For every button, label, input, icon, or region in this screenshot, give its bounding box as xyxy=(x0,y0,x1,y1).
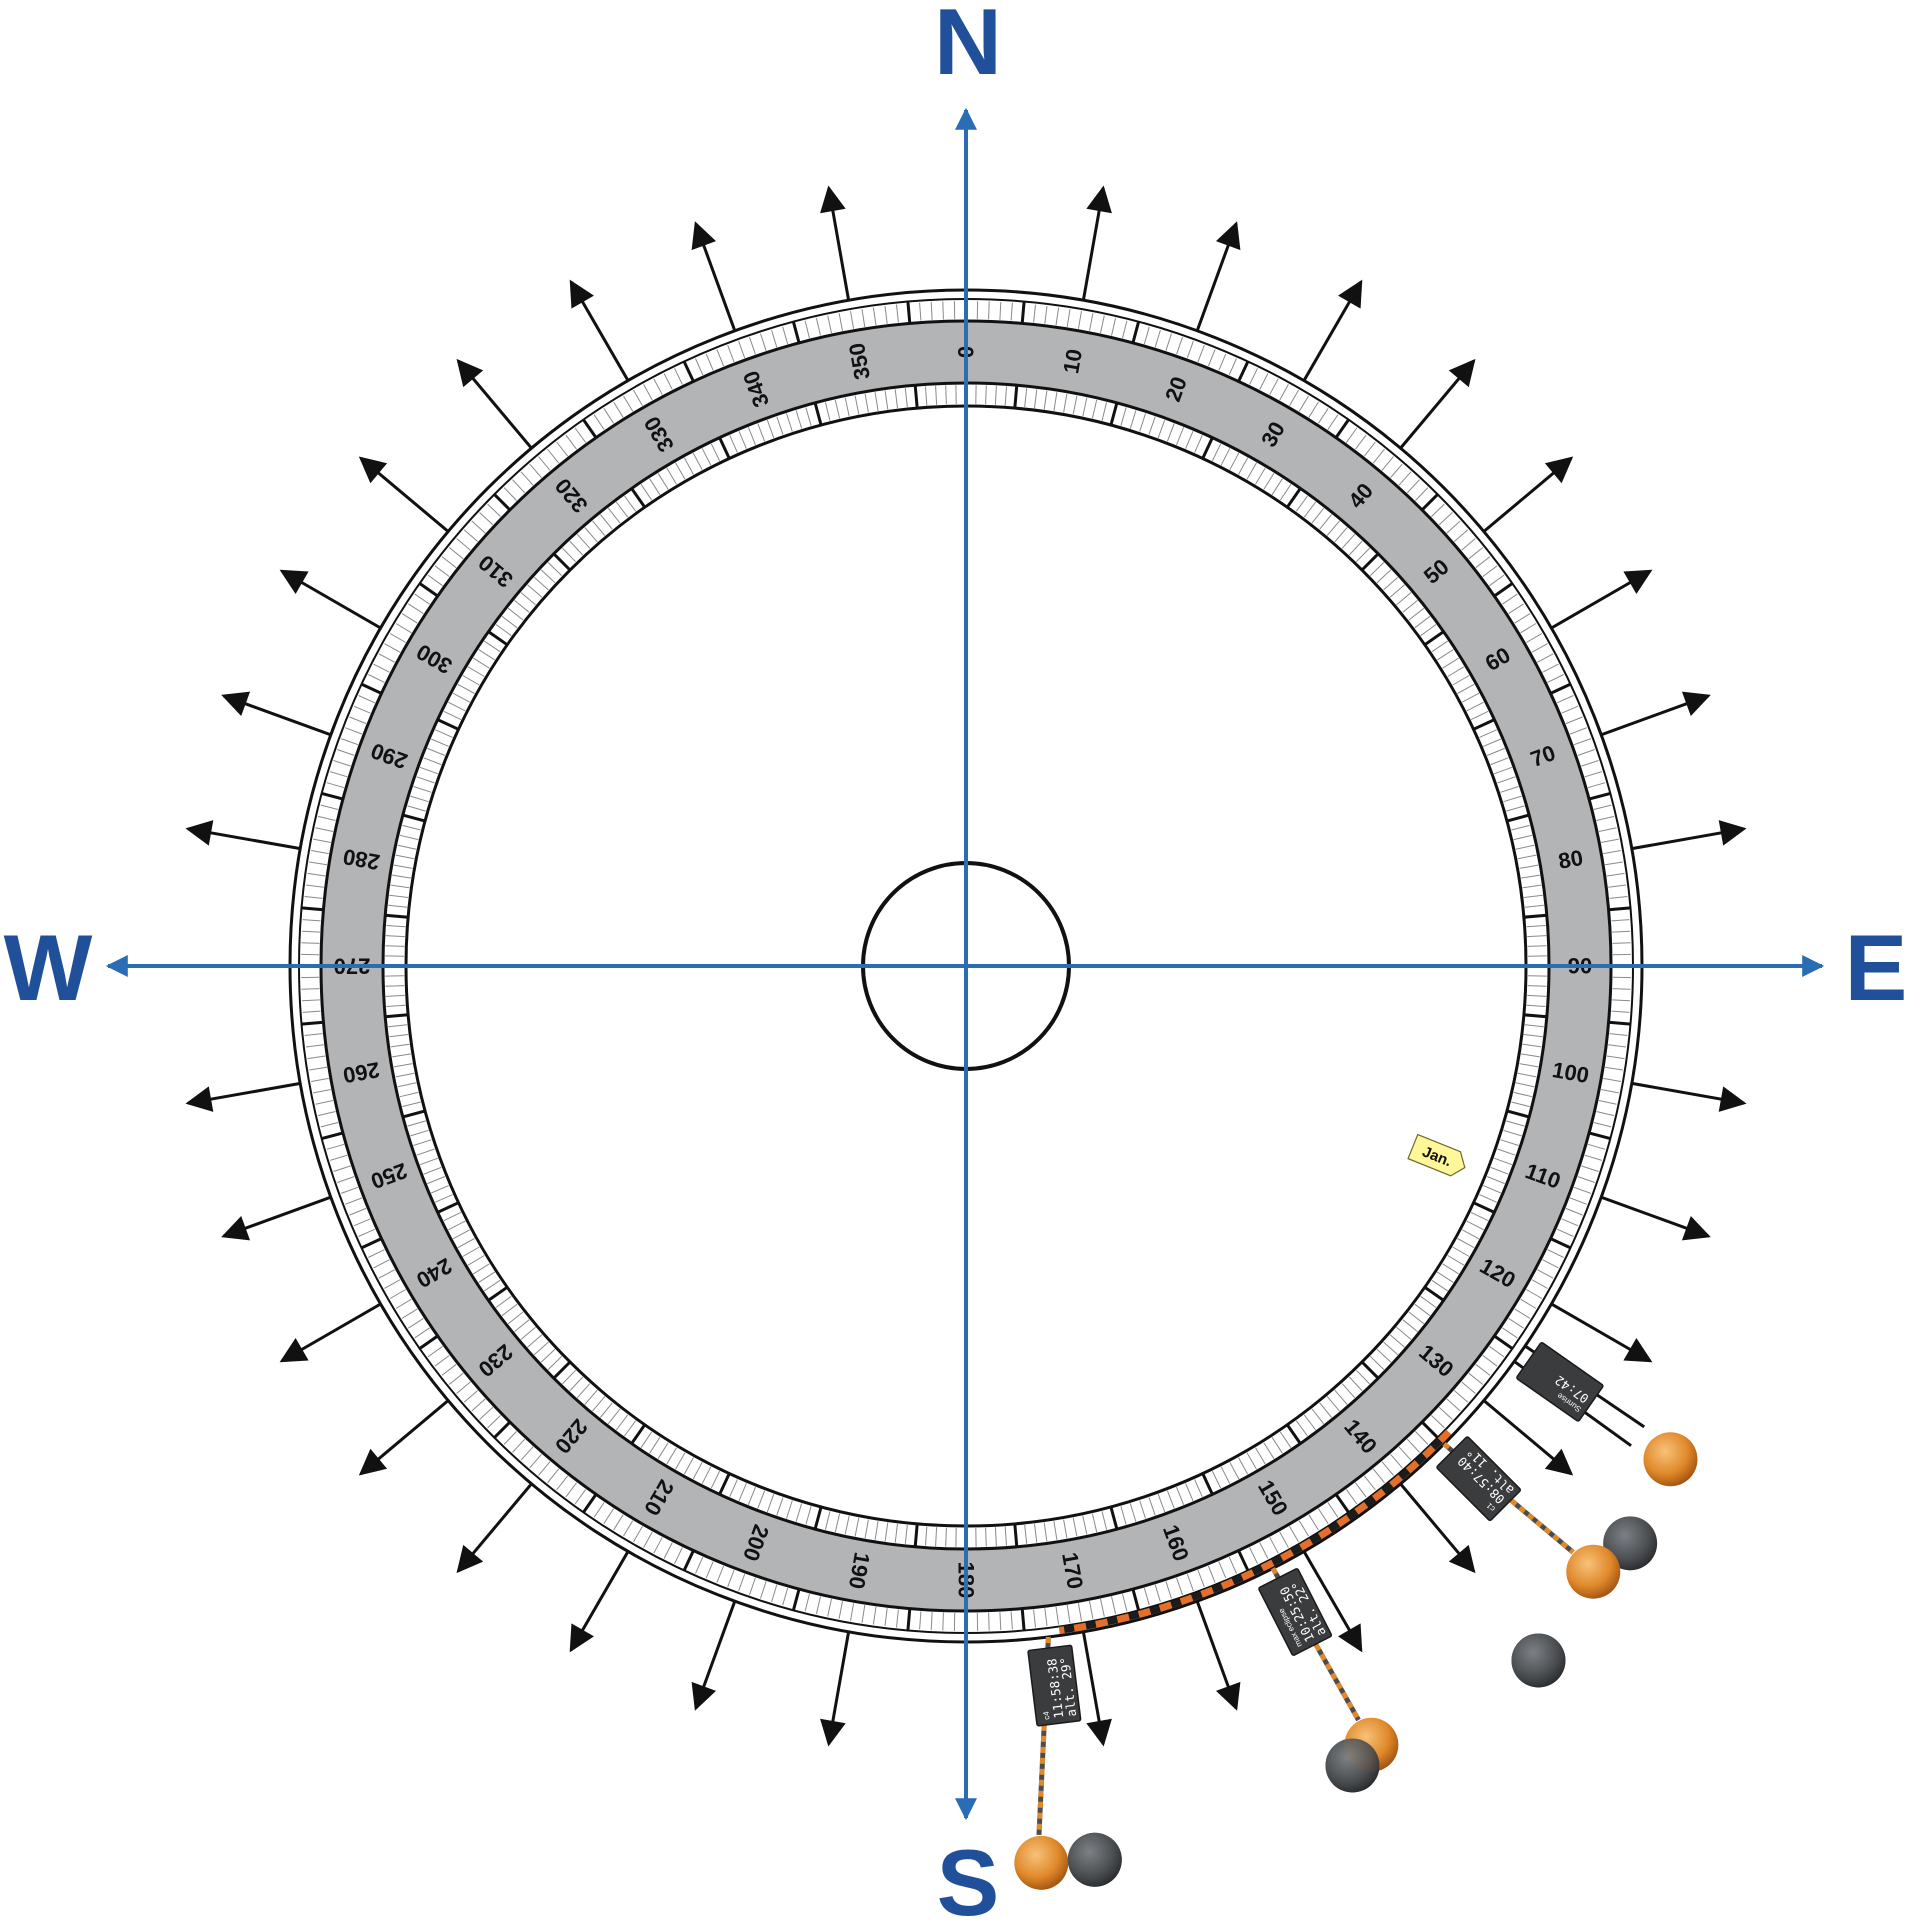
moon-disc xyxy=(1603,1516,1658,1571)
compass-south-label: S xyxy=(937,1830,1000,1927)
compass-east-label: E xyxy=(1845,915,1908,1020)
degree-ticks xyxy=(301,301,1631,1631)
moon-disc-overlay xyxy=(1511,1633,1566,1688)
moon-disc-overlay xyxy=(1067,1832,1122,1887)
callout-box xyxy=(1258,1568,1333,1656)
event-time: 11:58:38 xyxy=(1044,1658,1066,1720)
eclipse-path xyxy=(1058,1429,1452,1634)
event-leader-dashes xyxy=(1270,1567,1361,1722)
month-note-shape xyxy=(1407,1133,1466,1177)
eclipse-path-dashes xyxy=(1058,1429,1452,1634)
major-ticks xyxy=(301,301,1631,1631)
month-note: Jan. xyxy=(1407,1133,1466,1177)
compass-west-label: W xyxy=(4,915,93,1020)
sun-disc xyxy=(1643,1432,1698,1487)
month-note-tag: Jan. xyxy=(1407,1133,1466,1177)
sun-disc xyxy=(1566,1544,1621,1599)
compass-axes xyxy=(105,107,1825,1821)
degree-label-10: 10 xyxy=(1058,347,1087,375)
sun-disc xyxy=(1014,1835,1069,1890)
moon-disc-overlay xyxy=(1325,1738,1380,1793)
event-altitude: alt. 29° xyxy=(1057,1656,1079,1718)
degree-label-80: 80 xyxy=(1556,845,1584,874)
callout-box xyxy=(1027,1644,1082,1727)
callout-box xyxy=(1516,1342,1604,1422)
event-title: c4 xyxy=(1041,1710,1051,1720)
callout-box xyxy=(1436,1436,1522,1522)
compass-north-label: N xyxy=(934,0,1002,94)
